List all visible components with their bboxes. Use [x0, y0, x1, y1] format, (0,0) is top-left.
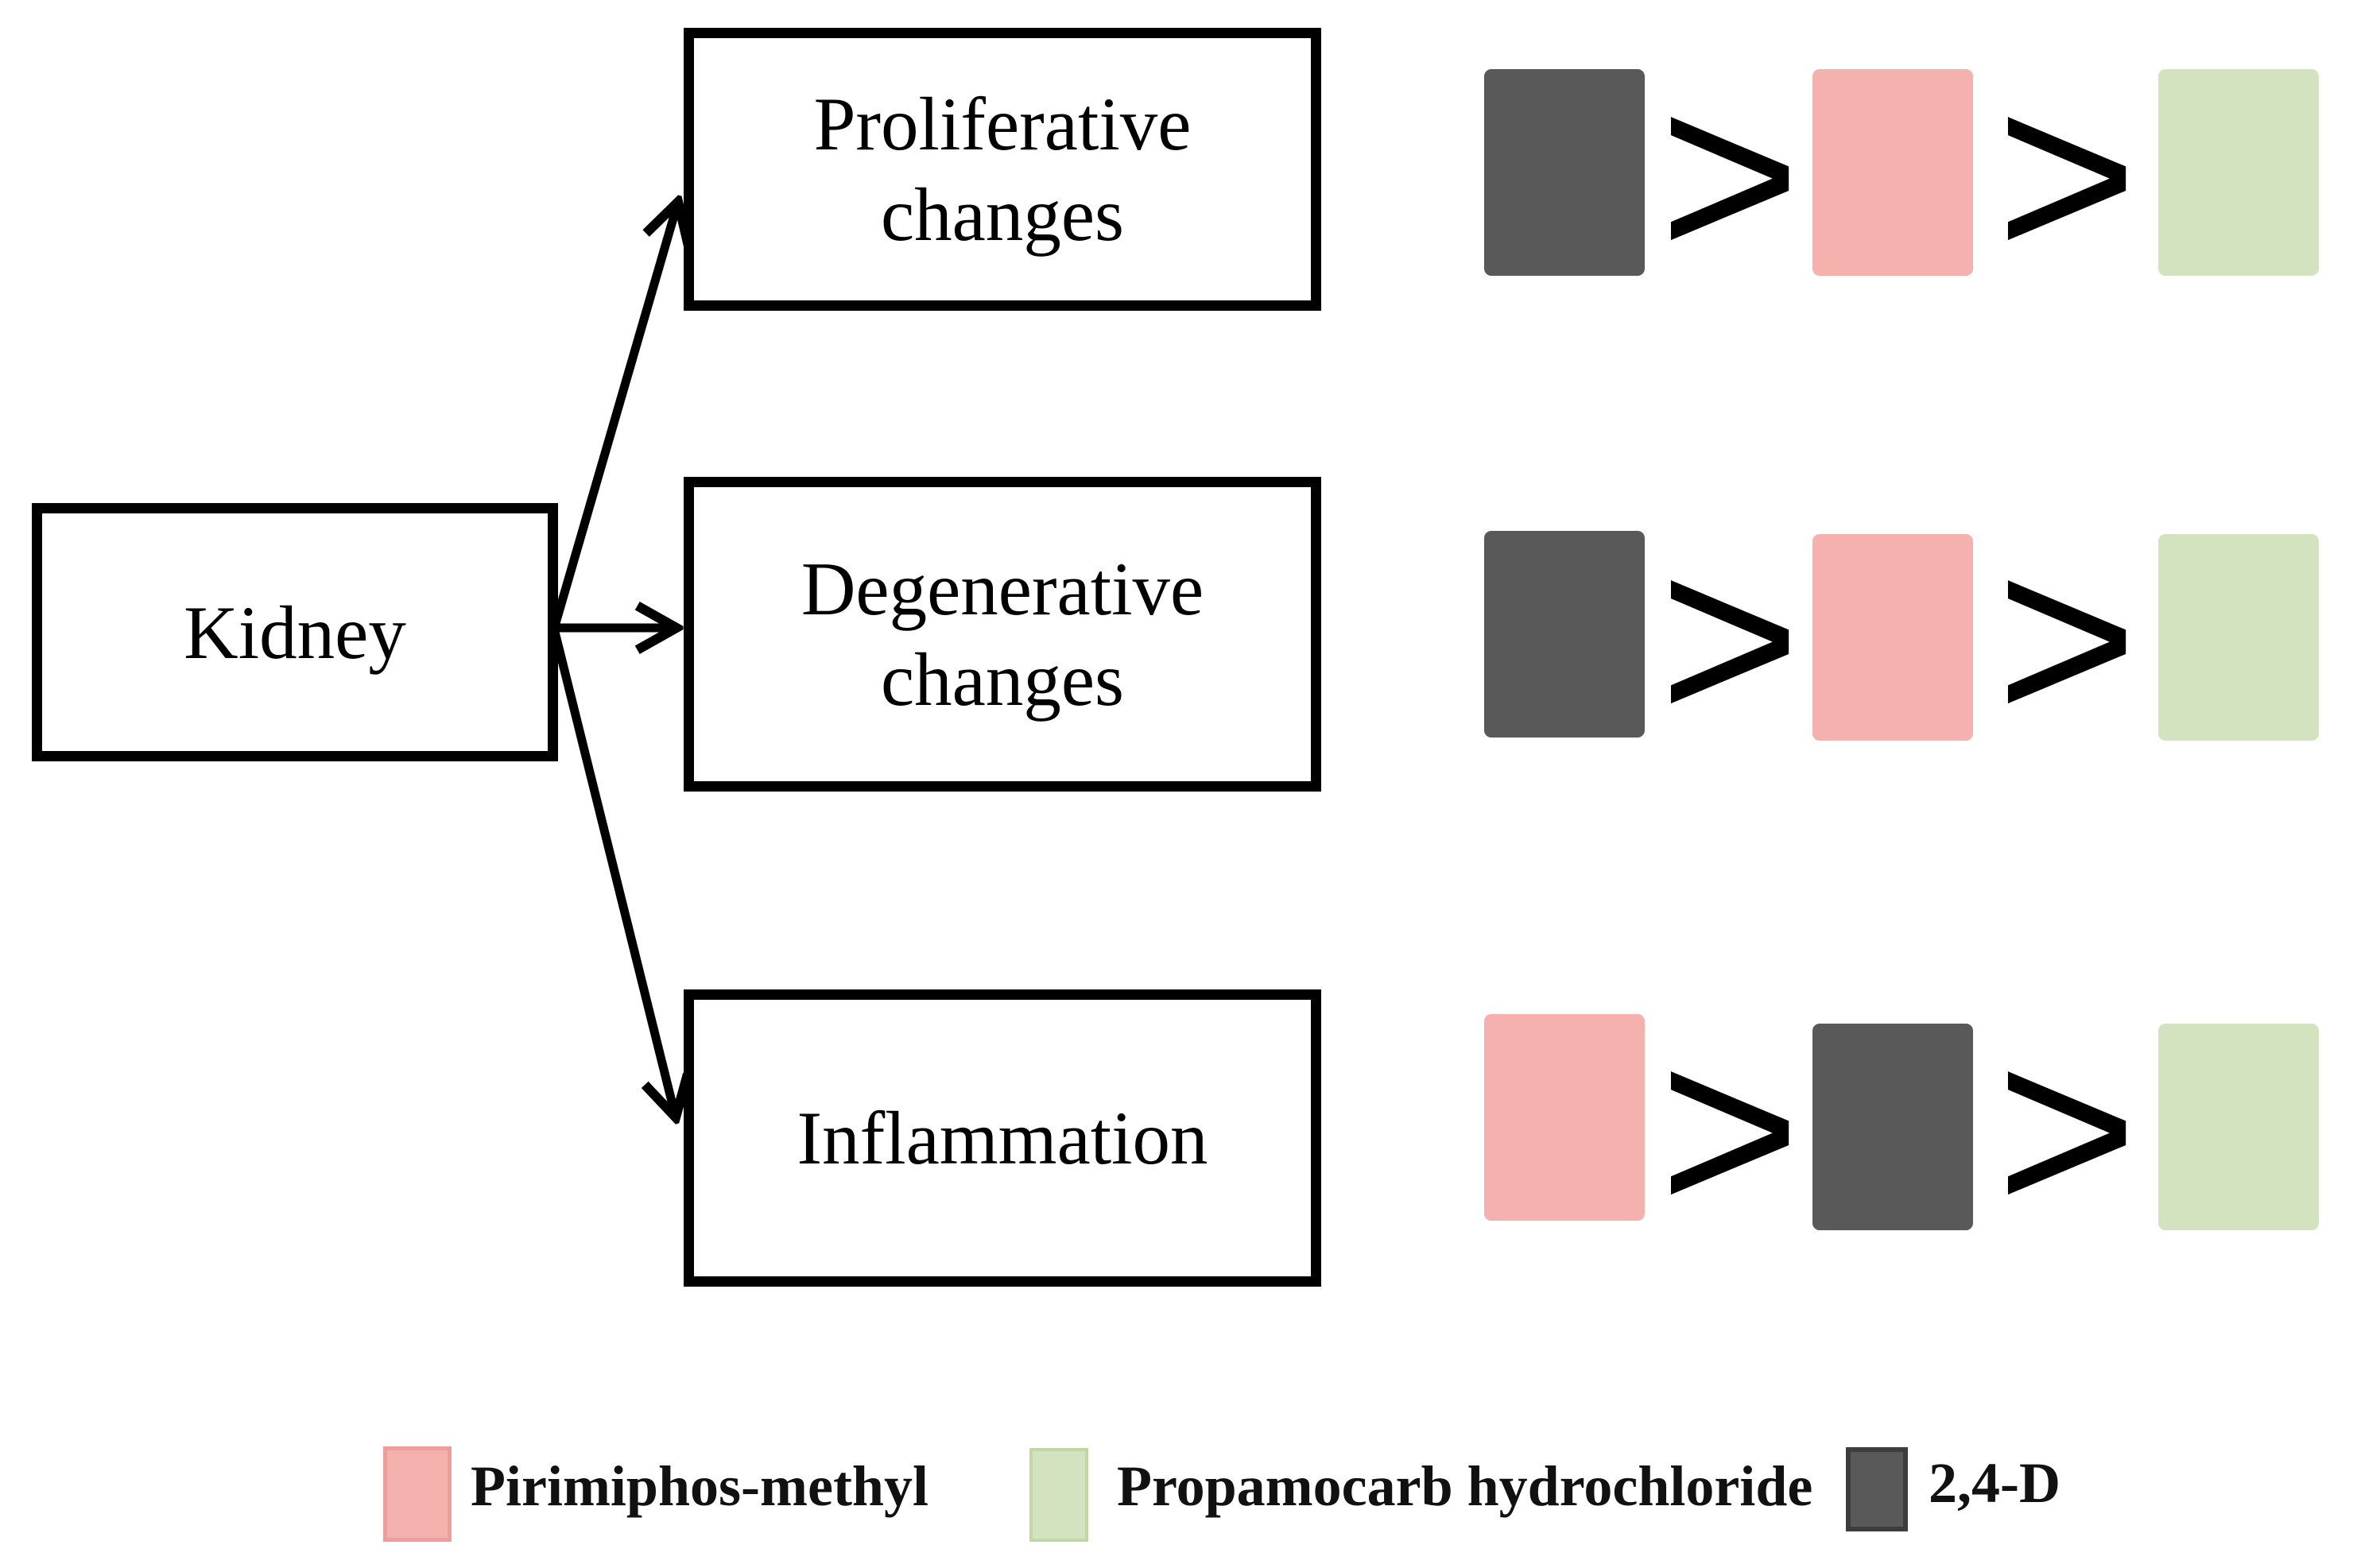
chem-square	[1812, 1024, 1973, 1230]
greater-than-icon: >	[1995, 501, 2138, 773]
kidney-box: Kidney	[32, 503, 558, 761]
kidney-label: Kidney	[184, 590, 406, 675]
chem-square	[1812, 534, 1973, 741]
endpoint-box-inflammation: Inflammation	[684, 989, 1321, 1287]
chem-square	[1812, 69, 1973, 276]
endpoint-label: Inflammation	[797, 1096, 1208, 1180]
endpoint-box-degenerative-changes: Degenerative changes	[684, 477, 1321, 792]
endpoint-label: Degenerative changes	[801, 547, 1204, 722]
legend-label-propamocarb-hydrochloride: Propamocarb hydrochloride	[1117, 1454, 1813, 1518]
greater-than-icon: >	[1658, 38, 1801, 310]
chem-square	[1484, 1014, 1645, 1221]
greater-than-icon: >	[1658, 501, 1801, 773]
chem-square	[1484, 531, 1645, 738]
legend-swatch-2-4-d	[1846, 1447, 1908, 1531]
legend-swatch-pirimiphos-methyl	[383, 1446, 452, 1542]
arrow-kidney-to-proliferative	[549, 202, 678, 630]
endpoint-label: Proliferative changes	[813, 82, 1192, 257]
chem-square	[1484, 69, 1645, 276]
greater-than-icon: >	[1995, 38, 2138, 310]
chem-square	[2158, 69, 2319, 276]
greater-than-icon: >	[1995, 993, 2138, 1264]
greater-than-icon: >	[1658, 993, 1801, 1264]
arrow-kidney-to-inflammation	[549, 627, 676, 1117]
endpoint-box-proliferative-changes: Proliferative changes	[684, 28, 1321, 311]
chem-square	[2158, 1024, 2319, 1230]
chem-square	[2158, 534, 2319, 741]
legend-swatch-propamocarb-hydrochloride	[1029, 1448, 1088, 1542]
legend-label-2-4-d: 2,4-D	[1929, 1451, 2060, 1515]
legend-label-pirimiphos-methyl: Pirimiphos-methyl	[471, 1454, 928, 1518]
